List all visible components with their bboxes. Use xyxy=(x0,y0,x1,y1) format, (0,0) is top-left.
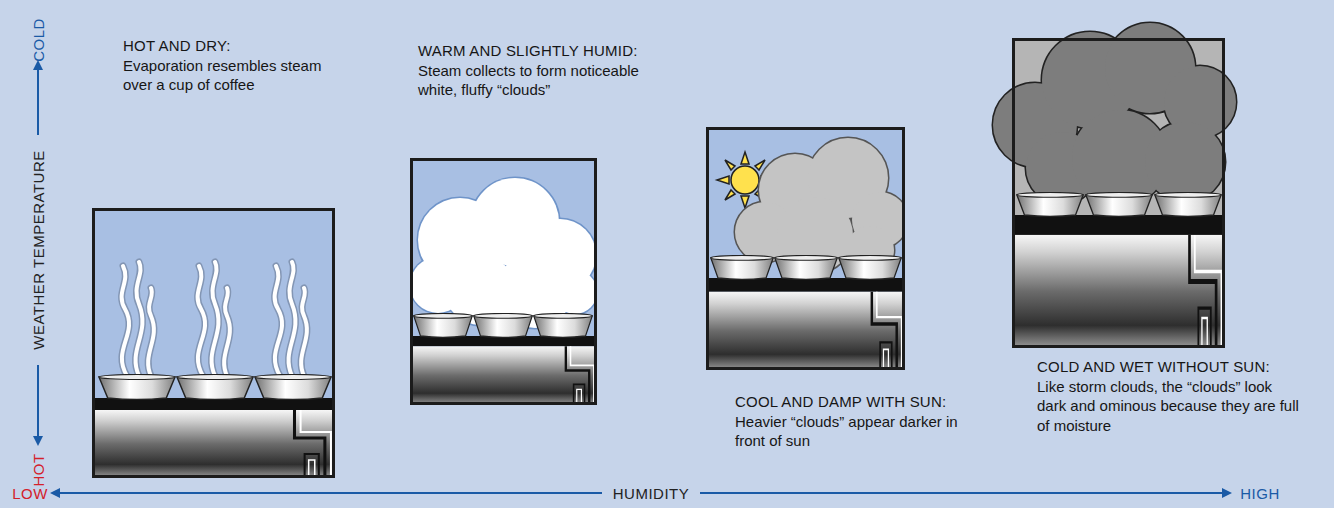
bowl xyxy=(1086,192,1152,216)
condition-panel: COOL AND DAMP WITH SUN:Heavier “clouds” … xyxy=(706,127,905,370)
axis-label: HIGH xyxy=(1240,485,1280,502)
steam-outline xyxy=(122,262,154,376)
panel-heading: COOL AND DAMP WITH SUN: xyxy=(735,392,975,412)
bowl xyxy=(255,375,331,400)
bowl xyxy=(177,375,253,400)
steam xyxy=(198,262,230,376)
steam-panel-art xyxy=(92,208,335,478)
arrow-head xyxy=(1222,488,1232,498)
steam-outline xyxy=(198,262,230,376)
panel-description: Heavier “clouds” appear darker in front … xyxy=(735,412,975,451)
axis-line xyxy=(700,492,1224,494)
heater-machine xyxy=(706,278,905,370)
panel-caption: COOL AND DAMP WITH SUN:Heavier “clouds” … xyxy=(735,392,975,451)
heater-machine xyxy=(92,398,335,478)
bowl xyxy=(775,255,837,279)
storm-cloud-panel-art xyxy=(993,23,1236,348)
axis-label: LOW xyxy=(12,485,48,502)
axis-label: HOT xyxy=(30,453,47,486)
axis-line xyxy=(58,492,602,494)
white-cloud xyxy=(410,178,597,328)
panel-heading: WARM AND SLIGHTLY HUMID: xyxy=(418,41,668,61)
panel-heading: HOT AND DRY: xyxy=(123,36,353,56)
steam xyxy=(275,262,307,376)
steam-outline xyxy=(275,262,307,376)
gray-cloud-panel-art xyxy=(706,127,905,370)
panel-heading: COLD AND WET WITHOUT SUN: xyxy=(1037,357,1299,377)
axis-label: WEATHER TEMPERATURE xyxy=(30,150,47,350)
condition-panel: COLD AND WET WITHOUT SUN:Like storm clou… xyxy=(1012,38,1225,348)
panel-caption: HOT AND DRY:Evaporation resembles steam … xyxy=(123,36,353,95)
axis-label: COLD xyxy=(30,18,47,62)
heater-machine xyxy=(410,336,597,405)
panel-description: Steam collects to form noticeable white,… xyxy=(418,61,668,100)
panel-description: Like storm clouds, the “clouds” look dar… xyxy=(1037,377,1299,436)
axis-line xyxy=(37,68,39,135)
bowl xyxy=(414,313,473,337)
sky xyxy=(706,127,905,370)
heater-machine xyxy=(1012,215,1225,348)
bowl xyxy=(1155,192,1221,216)
condition-panel: WARM AND SLIGHTLY HUMID:Steam collects t… xyxy=(410,158,597,405)
steam xyxy=(122,262,154,376)
condition-panel: HOT AND DRY:Evaporation resembles steam … xyxy=(92,208,335,478)
sky xyxy=(92,208,335,478)
panel-caption: WARM AND SLIGHTLY HUMID:Steam collects t… xyxy=(418,41,668,100)
arrow-head xyxy=(33,436,43,446)
steam-wisps xyxy=(122,262,307,376)
axis-line xyxy=(37,365,39,438)
panel-description: Evaporation resembles steam over a cup o… xyxy=(123,56,353,95)
bowl xyxy=(534,313,593,337)
gray-cloud xyxy=(735,138,905,274)
sky xyxy=(410,158,597,405)
bowl xyxy=(711,255,773,279)
bowl xyxy=(474,313,533,337)
bowl xyxy=(839,255,901,279)
axis-label: HUMIDITY xyxy=(613,485,690,502)
white-cloud-panel-art xyxy=(410,158,597,405)
panel-caption: COLD AND WET WITHOUT SUN:Like storm clou… xyxy=(1037,357,1299,435)
storm-cloud xyxy=(993,23,1236,206)
bowl xyxy=(1017,192,1083,216)
bowl xyxy=(99,375,175,400)
